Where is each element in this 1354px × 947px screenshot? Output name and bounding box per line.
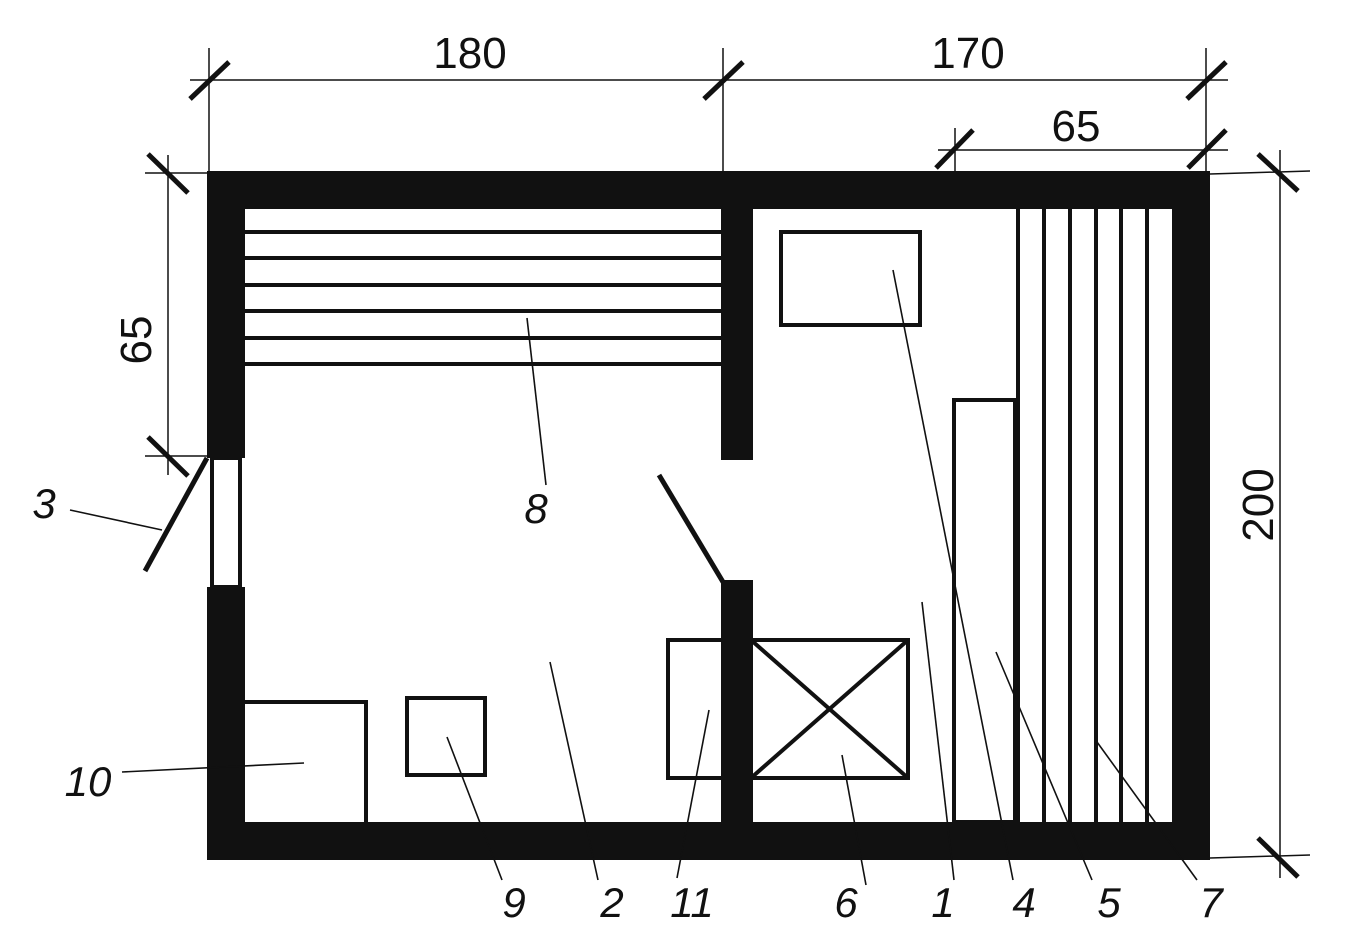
callout-3: 3 xyxy=(32,480,55,527)
leader-5 xyxy=(995,651,1093,881)
tick-top-left xyxy=(188,60,231,101)
wall-top xyxy=(207,171,1210,209)
tick-right-top xyxy=(1256,152,1300,193)
leader-6 xyxy=(841,754,867,886)
wall-left-upper xyxy=(207,171,245,458)
cabinet-10 xyxy=(245,700,368,822)
tick-inner-right xyxy=(1186,128,1228,170)
tick-top-right xyxy=(1185,60,1228,101)
callout-5: 5 xyxy=(1097,879,1121,926)
box-9 xyxy=(405,696,487,777)
dim-label-top-inner: 65 xyxy=(1052,102,1101,151)
dimension-lines xyxy=(145,48,1311,878)
interior-door-leaf xyxy=(656,473,726,584)
stove-cross-2 xyxy=(749,638,910,780)
dim-label-left: 65 xyxy=(112,316,161,365)
entrance-door xyxy=(142,456,242,589)
callout-2: 2 xyxy=(599,879,623,926)
ext-right-bottom xyxy=(1209,854,1311,859)
dim-label-right: 200 xyxy=(1234,468,1283,541)
callout-1: 1 xyxy=(931,879,954,926)
leader-3 xyxy=(69,509,163,531)
leader-lines xyxy=(69,269,1198,886)
leader-11 xyxy=(676,709,710,879)
callout-4: 4 xyxy=(1012,879,1035,926)
bench-slats xyxy=(245,230,721,366)
callout-9: 9 xyxy=(502,879,525,926)
callout-8: 8 xyxy=(524,485,548,532)
tick-right-bottom xyxy=(1256,836,1300,879)
leader-9 xyxy=(446,736,503,881)
callout-6: 6 xyxy=(834,879,858,926)
ext-right-top xyxy=(1209,170,1311,175)
shelf-slats xyxy=(1016,209,1149,822)
exterior-walls xyxy=(207,171,1210,860)
leader-2 xyxy=(549,661,599,881)
dimension-ticks xyxy=(146,60,1300,879)
partition-lower xyxy=(721,580,753,860)
wall-bottom xyxy=(207,822,1210,860)
callout-7: 7 xyxy=(1199,879,1224,926)
leader-8 xyxy=(526,317,547,486)
lower-shelf-1 xyxy=(952,398,1017,824)
leader-10 xyxy=(121,762,305,773)
door-opening xyxy=(210,456,242,589)
tick-left-mid xyxy=(146,435,190,478)
table-4 xyxy=(779,230,922,327)
leader-4 xyxy=(892,269,1014,881)
tick-left-top xyxy=(146,152,190,195)
wall-right xyxy=(1172,171,1210,860)
stove-firebox-11 xyxy=(666,638,753,780)
dim-label-top-left: 180 xyxy=(433,29,506,78)
door-leaf xyxy=(142,456,210,573)
wall-left-lower xyxy=(207,587,245,860)
partition-wall xyxy=(721,171,753,860)
tick-top-mid xyxy=(702,60,745,101)
tick-inner-left xyxy=(934,128,975,170)
callout-10: 10 xyxy=(65,758,112,805)
leader-1 xyxy=(921,601,955,881)
partition-upper xyxy=(721,171,753,460)
leader-7 xyxy=(1096,741,1198,881)
dim-label-top-right: 170 xyxy=(931,29,1004,78)
callout-11: 11 xyxy=(670,879,714,926)
